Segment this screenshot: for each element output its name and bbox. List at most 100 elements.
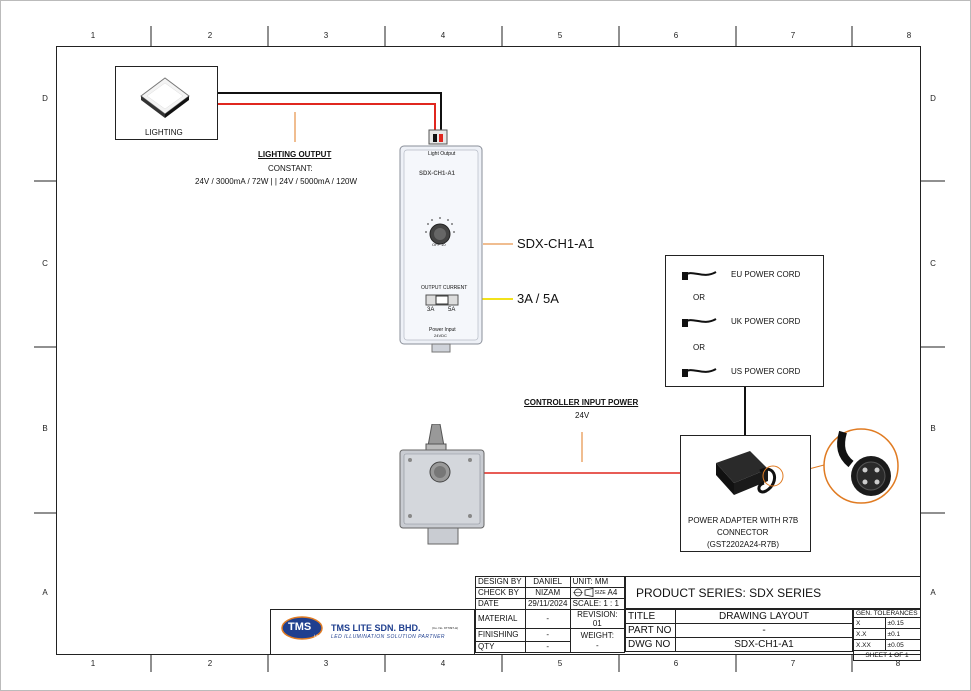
- material-value: -: [524, 609, 571, 629]
- tol-x-value: ±0.15: [884, 617, 922, 629]
- tol-xxx-value: ±0.05: [884, 639, 922, 651]
- zone-number-top: 5: [557, 31, 563, 40]
- weight-value: -: [595, 640, 599, 650]
- zone-number-top: 3: [323, 31, 329, 40]
- zone-number-bottom: 6: [673, 659, 679, 668]
- zone-number-bottom: 4: [440, 659, 446, 668]
- size-value: A4: [607, 588, 618, 598]
- controller-side-illustration: [399, 424, 485, 545]
- design-by-label: DESIGN BY: [475, 576, 526, 588]
- scale-value: 1 : 1: [603, 599, 619, 609]
- zone-letter-right: C: [930, 259, 936, 268]
- unit-label: UNIT:: [572, 577, 593, 587]
- company-tagline: LED ILLUMINATION SOLUTION PARTNER: [331, 634, 446, 640]
- logo-sub: Lite: [314, 633, 321, 638]
- lighting-output-line1: CONSTANT:: [268, 164, 313, 173]
- lighting-wire-red: [218, 103, 436, 132]
- finishing-value: -: [524, 628, 571, 642]
- projection-cell: SIZE A4: [569, 587, 626, 599]
- uk-power-cord-label: UK POWER CORD: [731, 317, 801, 326]
- material-label: MATERIAL: [475, 609, 526, 629]
- company-reg: (Co. No. 977397-H): [432, 626, 459, 630]
- zone-letter-right: A: [930, 588, 936, 597]
- product-series-cell: [625, 576, 921, 609]
- part-no-label: PART NO: [625, 623, 676, 638]
- zone-number-bottom: 2: [207, 659, 213, 668]
- lighting-wire-black: [218, 92, 442, 132]
- zone-number-top: 1: [90, 31, 96, 40]
- tol-xx-label: X.X: [853, 628, 886, 640]
- zone-number-bottom: 8: [895, 659, 901, 668]
- zone-number-bottom: 7: [790, 659, 796, 668]
- date-label: DATE: [475, 598, 526, 610]
- lighting-output-line2: 24V / 3000mA / 72W | | 24V / 5000mA / 12…: [195, 177, 358, 186]
- zone-number-top: 7: [790, 31, 796, 40]
- zone-number-top: 8: [906, 31, 912, 40]
- controller-dial-label: OFF 10: [432, 242, 446, 247]
- revision-label: REVISION:: [577, 610, 618, 620]
- controller-front-illustration: [399, 129, 483, 353]
- title-value: DRAWING LAYOUT: [674, 609, 854, 624]
- unit-cell: UNIT: MM: [569, 576, 626, 588]
- title-table: TITLE DRAWING LAYOUT PART NO - DWG NO SD…: [625, 609, 854, 652]
- revision-value: 01: [592, 619, 602, 628]
- controller-input-title: CONTROLLER INPUT POWER: [524, 398, 639, 407]
- revision-cell: REVISION:01: [569, 609, 626, 629]
- led-panel-icon: [140, 77, 190, 118]
- check-by-label: CHECK BY: [475, 587, 526, 599]
- scale-label: SCALE:: [572, 599, 602, 609]
- tol-xxx-label: X.XX: [853, 639, 886, 651]
- tms-logo-icon: [281, 616, 323, 640]
- lighting-output-title: LIGHTING OUTPUT: [258, 150, 332, 159]
- eu-power-cord-icon: [682, 271, 717, 280]
- zone-number-bottom: 5: [557, 659, 563, 668]
- tolerances-table: GEN. TOLERANCES X ±0.15 X.X ±0.1 X.XX ±0…: [853, 609, 922, 661]
- size-label: SIZE: [594, 590, 606, 596]
- unit-value: MM: [594, 577, 609, 587]
- qty-label: QTY: [475, 641, 526, 653]
- eu-power-cord-label: EU POWER CORD: [731, 270, 801, 279]
- gen-tol-label: GEN. TOLERANCES: [853, 609, 921, 618]
- controller-model-callout: SDX-CH1-A1: [517, 236, 595, 251]
- check-by-value: NIZAM: [524, 587, 571, 599]
- projection-symbol-icon: [572, 588, 594, 598]
- drawing-info-table: DESIGN BY DANIEL UNIT: MM CHECK BY NIZAM…: [475, 576, 626, 653]
- finishing-label: FINISHING: [475, 628, 526, 642]
- date-value: 29/11/2024: [524, 598, 571, 610]
- company-name: TMS LITE SDN. BHD.: [331, 623, 421, 633]
- zone-number-top: 2: [207, 31, 213, 40]
- zone-number-bottom: 1: [90, 659, 96, 668]
- zone-letter-right: B: [930, 424, 936, 433]
- output-current-label: OUTPUT CURRENT: [421, 285, 468, 291]
- dwg-no-value: SDX-CH1-A1: [674, 637, 854, 652]
- zone-letter-right: D: [930, 94, 936, 103]
- dwg-no-label: DWG NO: [625, 637, 676, 652]
- zone-letter-left: B: [42, 424, 48, 433]
- zone-letter-left: C: [42, 259, 48, 268]
- controller-front-model: SDX-CH1-A1: [419, 171, 456, 177]
- us-power-cord-label: US POWER CORD: [731, 367, 801, 376]
- logo-text: TMS: [288, 621, 312, 633]
- lighting-label: LIGHTING: [145, 128, 183, 137]
- zone-number-top: 4: [440, 31, 446, 40]
- weight-label: WEIGHT:: [580, 630, 614, 640]
- power-adapter-icon: [716, 451, 784, 495]
- product-series: PRODUCT SERIES: SDX SERIES: [636, 586, 822, 600]
- weight-cell: WEIGHT:-: [569, 628, 626, 653]
- adapter-line3: (GST2202A24-R7B): [707, 540, 780, 549]
- design-by-value: DANIEL: [524, 576, 571, 588]
- controller-light-output-label: Light Output: [428, 151, 456, 157]
- or-label-1: OR: [693, 293, 705, 302]
- zone-letter-left: A: [42, 588, 48, 597]
- tol-x-label: X: [853, 617, 886, 629]
- r7b-connector-zoom-icon: [823, 428, 899, 504]
- qty-value: -: [524, 641, 571, 653]
- zone-letter-left: D: [42, 94, 48, 103]
- sheet-value: SHEET 1 OF 1: [853, 650, 921, 661]
- output-current-callout: 3A / 5A: [517, 291, 559, 306]
- scale-cell: SCALE: 1 : 1: [569, 598, 626, 610]
- title-label: TITLE: [625, 609, 676, 624]
- us-power-cord-icon: [682, 368, 717, 377]
- power-input-voltage: 24VDC: [434, 333, 447, 338]
